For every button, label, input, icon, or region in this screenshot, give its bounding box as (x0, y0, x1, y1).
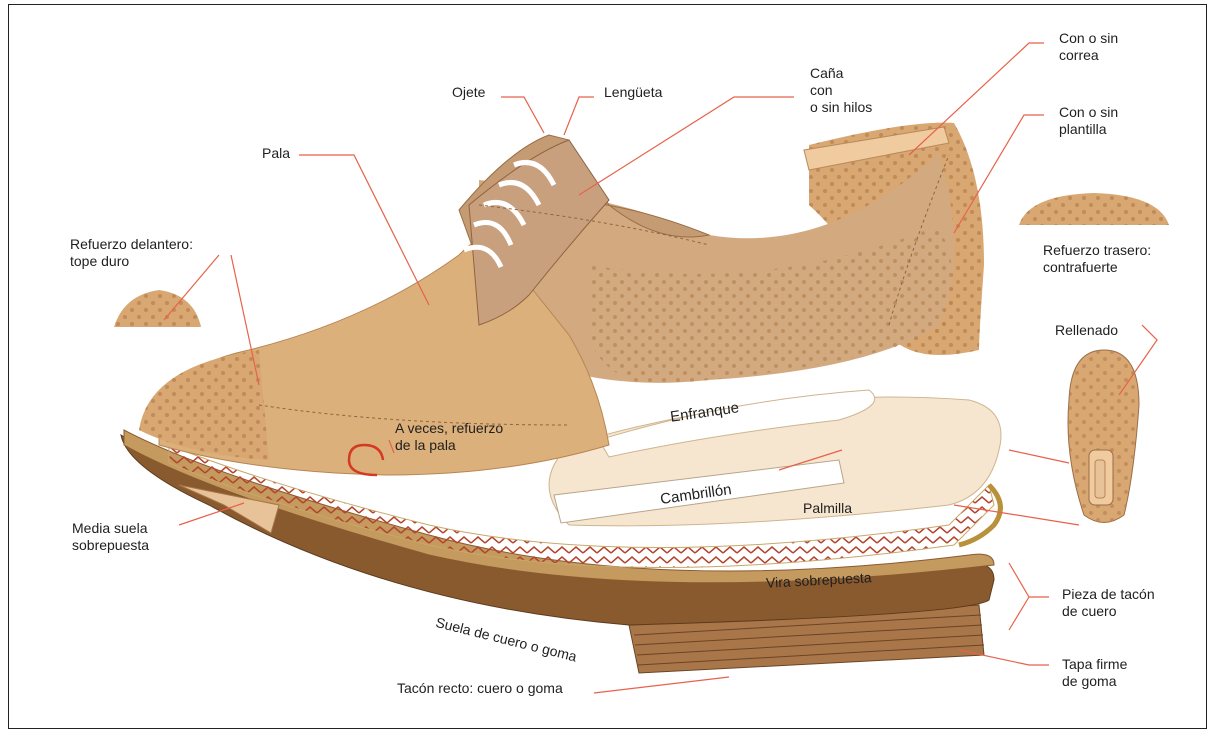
label-refuerzo-trasero: Refuerzo trasero: contrafuerte (1043, 242, 1151, 276)
label-media-suela-line1: Media suela (72, 520, 149, 537)
label-cana-line1: Caña (810, 65, 872, 82)
label-lengueta: Lengüeta (604, 84, 662, 101)
label-refuerzo-trasero-line2: contrafuerte (1043, 259, 1151, 276)
label-refuerzo-trasero-line1: Refuerzo trasero: (1043, 242, 1151, 259)
label-correa-line1: Con o sin (1059, 30, 1118, 47)
label-tapa-line2: de goma (1062, 673, 1127, 690)
label-rellenado: Rellenado (1055, 322, 1118, 339)
label-pieza-tacon: Pieza de tacón de cuero (1062, 586, 1155, 620)
label-pala: Pala (262, 145, 290, 162)
label-pieza-tacon-line2: de cuero (1062, 603, 1155, 620)
label-cana-line2: con (810, 82, 872, 99)
label-cana: Caña con o sin hilos (810, 65, 872, 116)
filled-insole-piece (1068, 350, 1139, 523)
label-tacon-recto: Tacón recto: cuero o goma (397, 680, 563, 697)
insole (549, 390, 1001, 526)
label-plantilla-line1: Con o sin (1059, 104, 1118, 121)
shoe-anatomy-diagram (9, 5, 1208, 730)
label-plantilla: Con o sin plantilla (1059, 104, 1118, 138)
diagram-frame (8, 4, 1207, 729)
label-ojete: Ojete (452, 84, 485, 101)
label-media-suela: Media suela sobrepuesta (72, 520, 149, 554)
label-pieza-tacon-line1: Pieza de tacón (1062, 586, 1155, 603)
label-cana-line3: o sin hilos (810, 99, 872, 116)
label-tapa: Tapa firme de goma (1062, 656, 1127, 690)
label-correa: Con o sin correa (1059, 30, 1118, 64)
label-palmilla: Palmilla (803, 500, 852, 517)
label-refuerzo-pala-line2: de la pala (395, 437, 503, 454)
label-correa-line2: correa (1059, 47, 1118, 64)
label-media-suela-line2: sobrepuesta (72, 537, 149, 554)
label-refuerzo-pala-line1: A veces, refuerzo (395, 420, 503, 437)
label-refuerzo-delantero-line1: Refuerzo delantero: (70, 236, 193, 253)
label-refuerzo-pala: A veces, refuerzo de la pala (395, 420, 503, 454)
label-refuerzo-delantero: Refuerzo delantero: tope duro (70, 236, 193, 270)
label-tapa-line1: Tapa firme (1062, 656, 1127, 673)
label-plantilla-line2: plantilla (1059, 121, 1118, 138)
label-refuerzo-delantero-line2: tope duro (70, 253, 193, 270)
